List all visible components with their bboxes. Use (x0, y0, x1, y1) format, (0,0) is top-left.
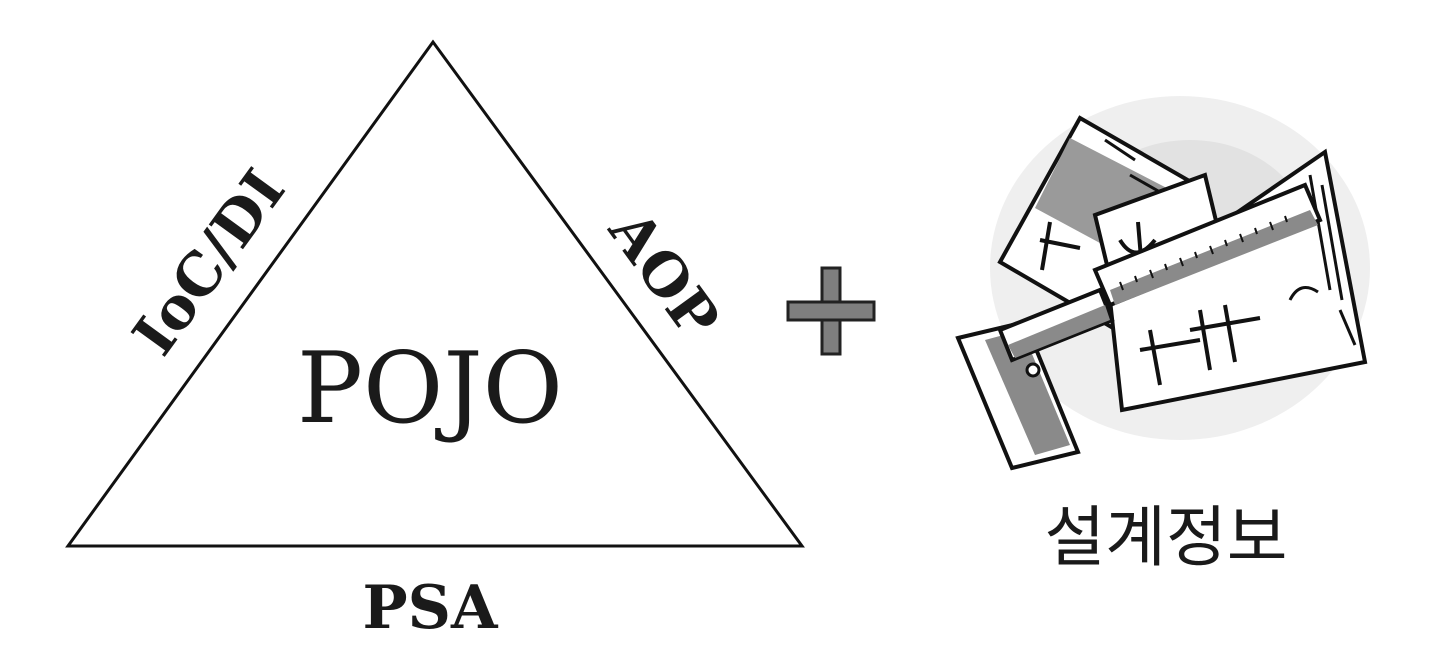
pojo-triangle: POJO IoC/DI AOP PSA (65, 39, 805, 643)
plus-sign (786, 266, 876, 356)
psa-label: PSA (363, 573, 499, 643)
blueprint-ruler-icon (955, 96, 1370, 471)
triangle-outline (65, 39, 805, 548)
pojo-label: POJO (297, 332, 563, 446)
design-info-caption: 설계정보 (1045, 499, 1288, 576)
